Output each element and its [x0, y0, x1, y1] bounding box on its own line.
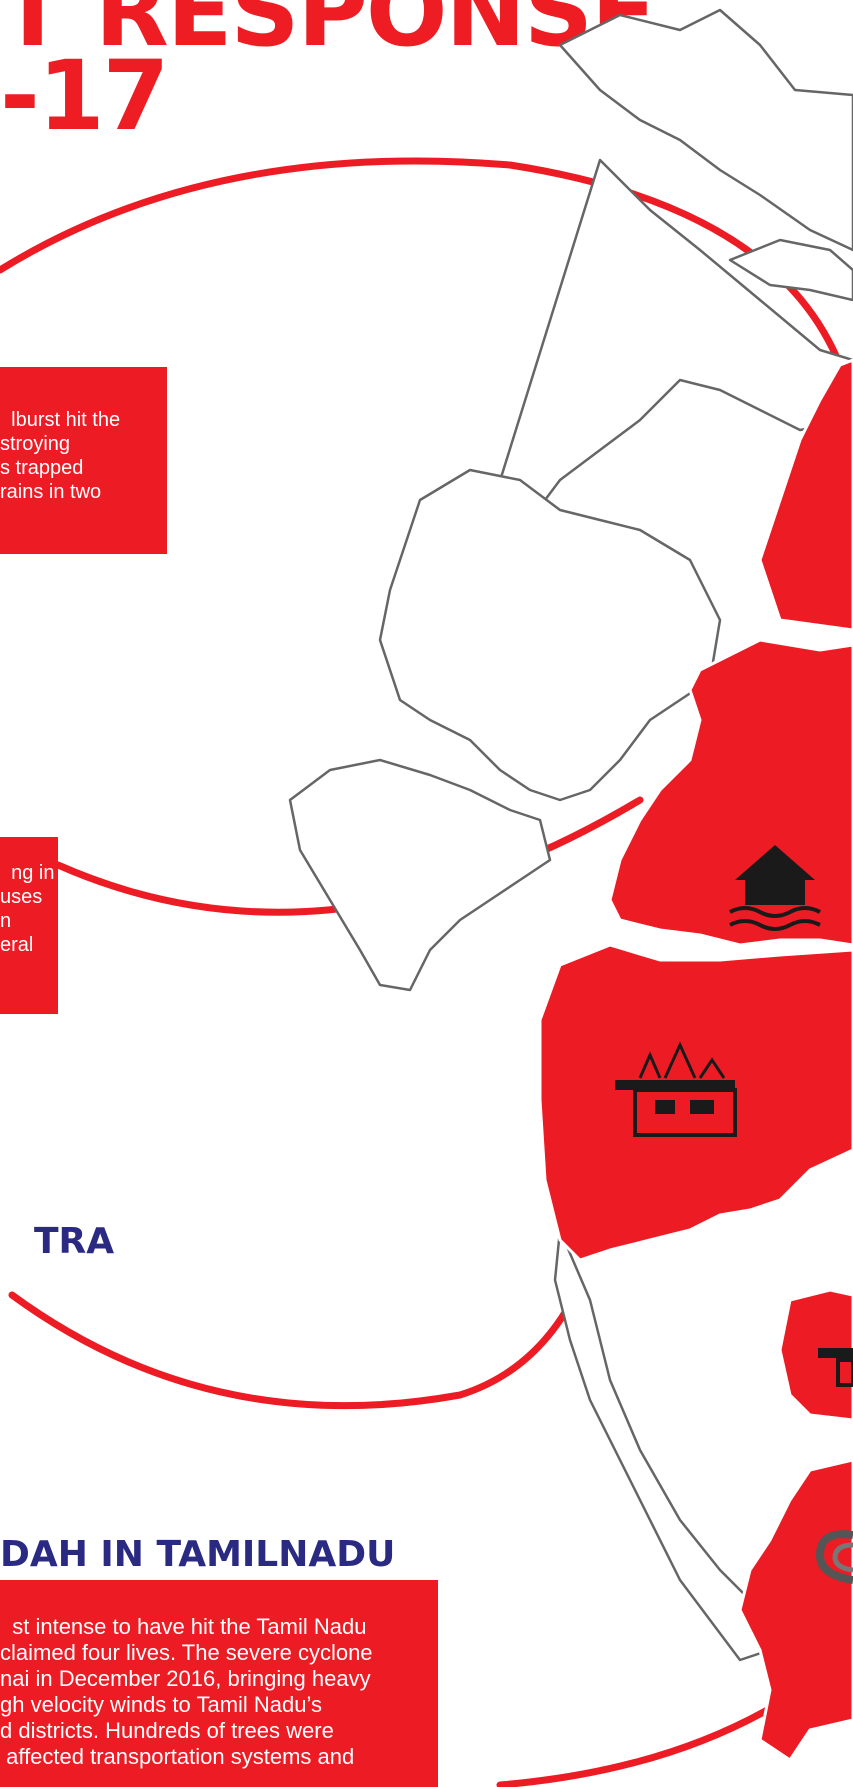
- map-rajasthan-outline: [378, 468, 722, 802]
- flooding-text: ng in uses n eral: [0, 862, 55, 956]
- map-kashmir-outline: [558, 8, 853, 252]
- map-telangana-region: [778, 1288, 853, 1422]
- map-northeast-outline: [728, 238, 853, 302]
- maharashtra-heading: TRA: [34, 1221, 115, 1262]
- cloudburst-text-box: lburst hit the stroying s trapped rains …: [0, 367, 167, 554]
- fire-building-icon-small: [818, 1348, 853, 1387]
- page-title-line2: -17: [0, 40, 169, 152]
- vardah-text: st intense to have hit the Tamil Nadu cl…: [0, 1614, 373, 1769]
- cloudburst-text: lburst hit the stroying s trapped rains …: [0, 409, 121, 503]
- page-title-line1: T RESPONSE: [0, 0, 657, 68]
- fire-building-icon: [615, 1041, 737, 1137]
- vardah-heading: DAH IN TAMILNADU: [0, 1534, 396, 1575]
- map-up-region: [758, 358, 853, 632]
- map-gujarat-outline: [288, 758, 552, 992]
- map-outline: [288, 8, 853, 1662]
- lower-circle-arc: [8, 1281, 584, 1410]
- bottom-circle-arc: [496, 1686, 804, 1787]
- flooding-text-box: ng in uses n eral: [0, 837, 58, 1014]
- map-tamilnadu-region: [738, 1458, 853, 1762]
- vardah-text-box: st intense to have hit the Tamil Nadu cl…: [0, 1580, 438, 1787]
- map-north-outline: [478, 158, 853, 547]
- flood-house-icon: [729, 845, 821, 931]
- cyclone-icon: [815, 1530, 853, 1584]
